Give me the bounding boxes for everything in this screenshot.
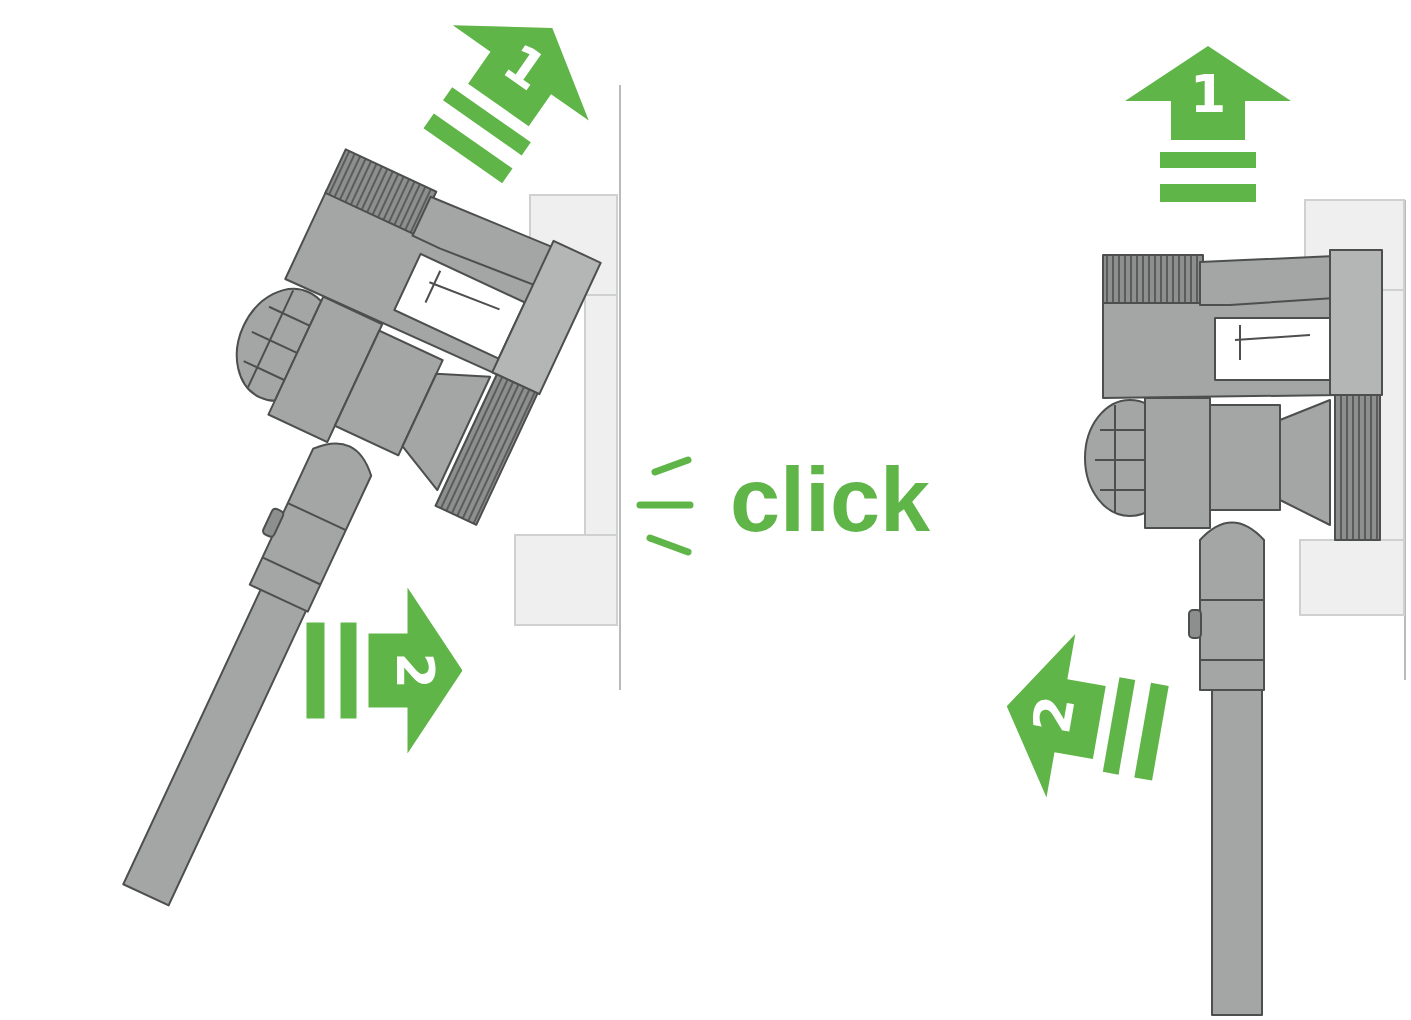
- sound-label: click: [730, 455, 930, 545]
- step-arrow: 1: [1125, 46, 1291, 211]
- step-number: 2: [992, 624, 1094, 800]
- step-arrow: 2: [992, 624, 1183, 816]
- arrow-shape: [992, 624, 1183, 816]
- step-number: 1: [1125, 46, 1291, 120]
- step-arrow: 2: [298, 587, 463, 753]
- step-number: 2: [389, 587, 463, 753]
- step-arrow: 1: [390, 0, 621, 210]
- arrow-shape: [390, 0, 621, 210]
